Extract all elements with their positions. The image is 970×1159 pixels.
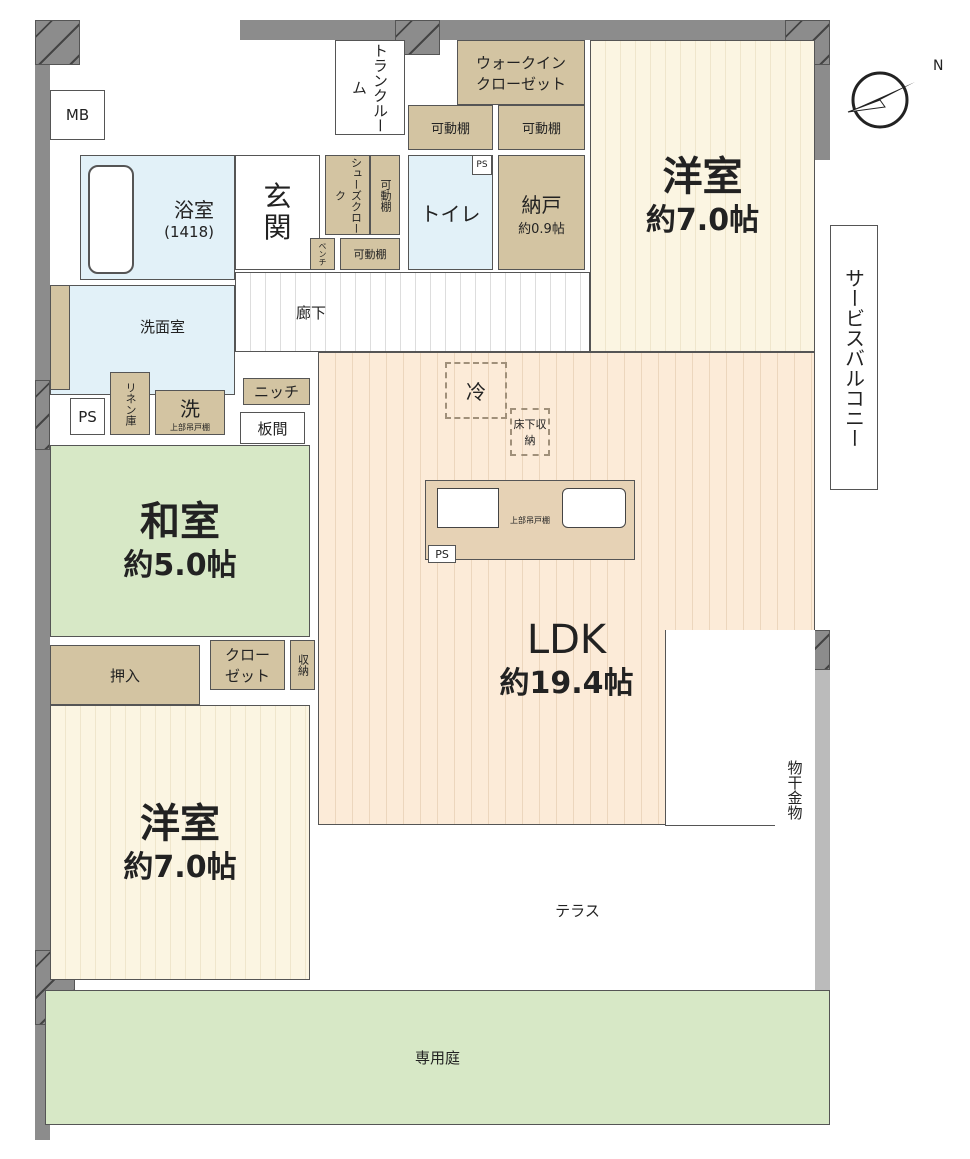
shelf-label: 可動棚 bbox=[353, 248, 387, 261]
storage-label: 収納 bbox=[296, 654, 310, 676]
western-room-2: 洋室 約7.0帖 bbox=[50, 705, 310, 980]
ps-box: PS bbox=[70, 398, 105, 435]
board-label: 板間 bbox=[257, 419, 288, 438]
walk-in-closet-label: ウォークイン クローゼット bbox=[475, 53, 566, 93]
oshiire: 押入 bbox=[50, 645, 200, 705]
compass: N bbox=[845, 58, 943, 132]
terrace: テラス bbox=[325, 830, 830, 990]
upper-cabinet-label: 上部吊戸棚 bbox=[170, 422, 210, 432]
ldk-label: LDK bbox=[526, 616, 607, 663]
closet: クロー ゼット bbox=[210, 640, 285, 690]
board-floor: 板間 bbox=[240, 412, 305, 444]
column bbox=[35, 380, 50, 450]
oshiire-label: 押入 bbox=[109, 666, 140, 685]
shelf: 可動棚 bbox=[340, 238, 400, 270]
shoes-cloak: シューズクローク bbox=[325, 155, 370, 235]
private-garden: 専用庭 bbox=[45, 990, 830, 1125]
entrance: 玄関 bbox=[235, 155, 320, 270]
bathroom-size: (1418) bbox=[164, 223, 214, 241]
ps-label: PS bbox=[435, 547, 449, 561]
service-balcony-label: サービスバルコニー bbox=[841, 267, 866, 448]
storage: 収納 bbox=[290, 640, 315, 690]
western-room-2-label: 洋室 bbox=[140, 800, 220, 847]
bathtub-icon bbox=[88, 165, 134, 274]
storeroom-size: 約0.9帖 bbox=[518, 221, 565, 237]
upper-cabinet-label: 上部吊戸棚 bbox=[510, 515, 550, 525]
shelf-label: 可動棚 bbox=[430, 122, 470, 137]
compass-north-label: N bbox=[933, 58, 944, 74]
washer-label: 洗 bbox=[180, 396, 200, 421]
trunk-room-label: トランクルーム bbox=[350, 42, 389, 133]
vanity bbox=[50, 285, 70, 390]
wall-left bbox=[35, 20, 50, 1140]
storeroom-label: 納戸 bbox=[521, 192, 562, 217]
shelf: 可動棚 bbox=[408, 105, 493, 150]
stove-icon bbox=[437, 488, 499, 528]
fridge-label: 冷 bbox=[466, 380, 486, 404]
entrance-label: 玄関 bbox=[263, 179, 292, 244]
corridor: 廊下 bbox=[235, 272, 590, 352]
underfloor-label: 床下収納 bbox=[513, 418, 547, 447]
toilet-label: トイレ bbox=[420, 202, 481, 226]
mb-box: MB bbox=[50, 90, 105, 140]
closet-label: クロー ゼット bbox=[224, 646, 270, 685]
shoes-cloak-label: シューズクローク bbox=[333, 156, 363, 234]
bathroom-label: 浴室 bbox=[174, 198, 214, 222]
wall-right bbox=[815, 670, 830, 990]
bench-label: ベンチ bbox=[318, 242, 327, 266]
wall-top bbox=[240, 20, 830, 40]
linen-label: リネン庫 bbox=[124, 381, 137, 426]
bench: ベンチ bbox=[310, 238, 335, 270]
western-room-1-label: 洋室 bbox=[662, 154, 743, 201]
ldk-size: 約19.4帖 bbox=[499, 665, 634, 701]
trunk-room: トランクルーム bbox=[335, 40, 405, 135]
corridor-label: 廊下 bbox=[296, 303, 327, 322]
walk-in-closet: ウォークイン クローゼット bbox=[457, 40, 585, 105]
drying-rack-label: 物干金物 bbox=[785, 760, 804, 820]
western-room-1: 洋室 約7.0帖 bbox=[590, 40, 815, 352]
niche: ニッチ bbox=[243, 378, 310, 405]
shelf: 可動棚 bbox=[370, 155, 400, 235]
japanese-room-label: 和室 bbox=[140, 499, 220, 546]
mb-label: MB bbox=[65, 106, 90, 124]
private-garden-label: 専用庭 bbox=[414, 1049, 460, 1067]
terrace-label: テラス bbox=[555, 901, 600, 920]
japanese-room-size: 約5.0帖 bbox=[123, 548, 237, 584]
japanese-room: 和室 約5.0帖 bbox=[50, 445, 310, 637]
ps-box: PS bbox=[428, 545, 456, 563]
shelf: 可動棚 bbox=[498, 105, 585, 150]
western-room-2-size: 約7.0帖 bbox=[123, 849, 237, 885]
washer-space: 洗 上部吊戸棚 bbox=[155, 390, 225, 435]
ps-label: PS bbox=[78, 407, 97, 426]
ps-label: PS bbox=[476, 160, 488, 170]
ps-box: PS bbox=[472, 155, 492, 175]
sink-icon bbox=[562, 488, 626, 528]
shelf-label: 可動棚 bbox=[521, 122, 561, 137]
linen-storage: リネン庫 bbox=[110, 372, 150, 435]
compass-icon bbox=[847, 71, 915, 129]
niche-label: ニッチ bbox=[253, 383, 299, 401]
underfloor-storage: 床下収納 bbox=[510, 408, 550, 456]
shelf-label: 可動棚 bbox=[379, 178, 392, 212]
storeroom: 納戸 約0.9帖 bbox=[498, 155, 585, 270]
service-balcony: サービスバルコニー bbox=[830, 225, 878, 490]
column bbox=[35, 20, 80, 65]
western-room-1-size: 約7.0帖 bbox=[645, 203, 760, 239]
washroom-label: 洗面室 bbox=[139, 318, 185, 336]
fridge-space: 冷 bbox=[445, 362, 507, 419]
